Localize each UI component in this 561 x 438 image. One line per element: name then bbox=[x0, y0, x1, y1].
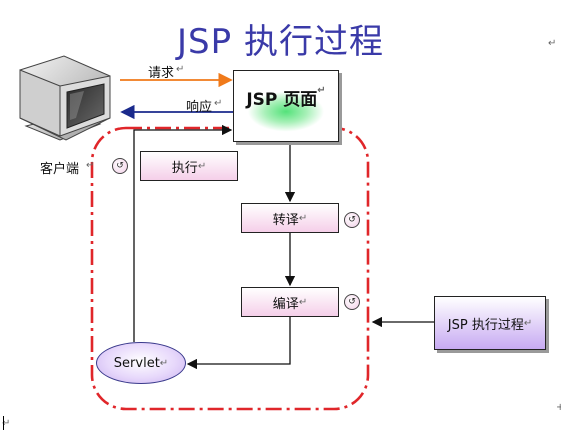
execute-label: 执行 bbox=[171, 160, 198, 176]
circle-marker-icon: ↺ bbox=[112, 158, 128, 174]
jsp-process-label: JSP 执行过程 bbox=[447, 317, 524, 333]
compile-node: 转译 ↵ bbox=[241, 203, 339, 233]
compile-label: 转译 bbox=[272, 212, 299, 228]
anchor-mark: + bbox=[556, 402, 561, 413]
circle-marker-icon: ↺ bbox=[344, 294, 360, 310]
paragraph-mark: ↵ bbox=[548, 38, 557, 49]
paragraph-mark: ↵ bbox=[159, 357, 169, 369]
translate-label: 编译 bbox=[272, 296, 299, 312]
servlet-to-jsp-arrow bbox=[133, 124, 233, 342]
paragraph-mark: ↵ bbox=[214, 98, 223, 109]
dashed-scope-border bbox=[90, 126, 370, 411]
paragraph-mark: ↵ bbox=[2, 418, 11, 429]
servlet-node: Servlet ↵ bbox=[96, 342, 186, 384]
diagram-title: JSP 执行过程 bbox=[177, 22, 384, 62]
paragraph-mark: ↵ bbox=[298, 212, 308, 224]
translate-to-servlet-arrow bbox=[186, 317, 291, 370]
paragraph-mark: ↵ bbox=[298, 296, 308, 308]
paragraph-mark: ↵ bbox=[317, 85, 326, 96]
circle-marker-icon: ↺ bbox=[344, 212, 360, 228]
client-label: 客户端 bbox=[40, 162, 80, 177]
text-cursor bbox=[3, 416, 4, 430]
paragraph-mark: ↵ bbox=[523, 317, 533, 329]
computer-monitor-icon bbox=[19, 55, 111, 141]
paragraph-mark: ↵ bbox=[86, 160, 95, 171]
servlet-label: Servlet bbox=[113, 355, 160, 371]
jsp-page-node: JSP 页面 ↵ bbox=[233, 70, 339, 142]
response-label: 响应 bbox=[186, 100, 213, 115]
jsp-process-node: JSP 执行过程 ↵ bbox=[434, 296, 546, 350]
request-label: 请求 bbox=[148, 66, 175, 81]
execute-node: 执行 ↵ bbox=[140, 151, 238, 181]
paragraph-mark: ↵ bbox=[197, 160, 207, 172]
paragraph-mark: ↵ bbox=[176, 64, 185, 75]
jsp-page-label: JSP 页面 bbox=[246, 90, 318, 110]
translate-node: 编译 ↵ bbox=[241, 287, 339, 317]
